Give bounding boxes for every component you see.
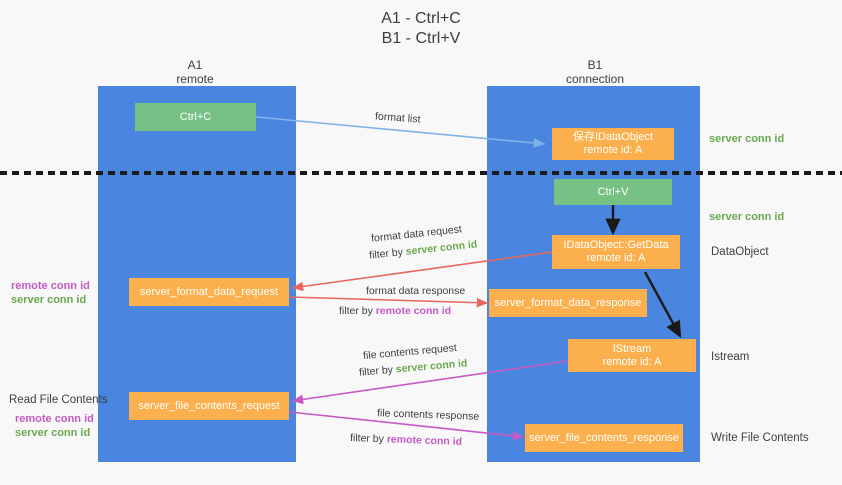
arrow-label-filter-by-remote-conn-id-2: filter by remote conn id — [339, 305, 451, 318]
box-ctrl-c-label: Ctrl+C — [179, 110, 212, 123]
box-getdata-line2: remote id: A — [586, 252, 646, 264]
right-label-dataobject: DataObject — [711, 246, 769, 258]
arrow-label-filter-by-remote-conn-id-4: filter by remote conn id — [350, 432, 462, 449]
filter-value-2: remote conn id — [375, 305, 452, 317]
box-store-idataobject[interactable]: 保存IDataObject remote id: A — [552, 128, 674, 160]
box-server-file-contents-request[interactable]: server_file_contents_request — [129, 392, 289, 420]
title-line-2: B1 - Ctrl+V — [381, 30, 461, 47]
column-b1-name: B1 — [587, 58, 603, 72]
column-b1-role: connection — [565, 72, 625, 86]
left-label-remote-conn-id-2: remote conn id — [15, 413, 94, 425]
filter-value-3: server conn id — [395, 357, 468, 376]
box-istream[interactable]: IStream remote id: A — [568, 339, 696, 372]
box-server-file-contents-response-label: server_file_contents_response — [529, 431, 679, 444]
box-ctrl-v-label: Ctrl+V — [597, 185, 629, 198]
phase-divider — [0, 171, 842, 175]
filter-prefix-4: filter by — [349, 432, 388, 446]
left-label-read-file-contents: Read File Contents — [9, 394, 108, 406]
right-label-write-file-contents: Write File Contents — [711, 432, 809, 444]
filter-value-4: remote conn id — [386, 433, 463, 448]
page-title: A1 - Ctrl+C B1 - Ctrl+V — [0, 9, 842, 49]
title-line-1: A1 - Ctrl+C — [381, 10, 461, 27]
box-server-format-data-request-label: server_format_data_request — [139, 285, 279, 298]
box-server-file-contents-request-label: server_file_contents_request — [138, 399, 280, 412]
box-ctrl-c[interactable]: Ctrl+C — [135, 103, 256, 131]
filter-prefix-2: filter by — [339, 305, 376, 317]
left-label-server-conn-id-2: server conn id — [15, 427, 91, 439]
arrow-label-file-contents-response: file contents response — [376, 407, 480, 423]
column-a1-name: A1 — [187, 58, 203, 72]
column-header-b1: B1 connection — [540, 58, 650, 86]
left-label-server-conn-id-1: server conn id — [11, 294, 87, 306]
filter-value-1: server conn id — [405, 238, 478, 258]
right-label-server-conn-id-mid: server conn id — [709, 211, 785, 223]
arrow-label-format-list: format list — [374, 110, 421, 126]
box-server-format-data-response[interactable]: server_format_data_response — [489, 289, 647, 317]
right-label-server-conn-id-top: server conn id — [709, 133, 785, 145]
box-server-format-data-request[interactable]: server_format_data_request — [129, 278, 289, 306]
filter-prefix-1: filter by — [368, 245, 407, 262]
box-idataobject-getdata[interactable]: IDataObject::GetData remote id: A — [552, 235, 680, 269]
box-store-idataobject-line2: remote id: A — [583, 144, 643, 156]
box-ctrl-v[interactable]: Ctrl+V — [554, 179, 672, 205]
column-a1-role: remote — [176, 72, 214, 86]
column-header-a1: A1 remote — [140, 58, 250, 86]
right-label-istream: Istream — [711, 351, 750, 363]
filter-prefix-3: filter by — [358, 363, 397, 379]
box-server-format-data-response-label: server_format_data_response — [494, 296, 642, 309]
left-label-remote-conn-id-1: remote conn id — [11, 280, 90, 292]
box-server-file-contents-response[interactable]: server_file_contents_response — [525, 424, 683, 452]
box-getdata-line1: IDataObject::GetData — [563, 239, 669, 251]
arrow-label-format-data-response: format data response — [366, 285, 466, 297]
box-istream-line2: remote id: A — [602, 355, 662, 368]
box-store-idataobject-line1: 保存IDataObject — [572, 131, 654, 143]
box-istream-line1: IStream — [612, 342, 652, 355]
